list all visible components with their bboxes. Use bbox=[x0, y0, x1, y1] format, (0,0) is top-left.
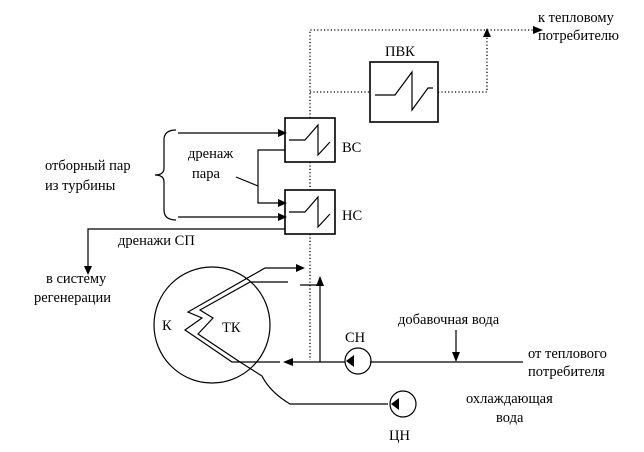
vs-label: ВС bbox=[342, 140, 361, 156]
steam-drain bbox=[235, 149, 287, 207]
return-line bbox=[283, 276, 523, 366]
ns-label: НС bbox=[342, 208, 362, 224]
extraction-label-2: из турбины bbox=[45, 178, 116, 194]
extraction-label-1: отборный пар bbox=[45, 158, 131, 174]
tk-coil bbox=[197, 281, 288, 363]
k-label: К bbox=[162, 318, 172, 334]
sn-label: СН bbox=[345, 330, 366, 346]
regen-label-2: регенерации bbox=[34, 290, 111, 306]
circulation-pump-cn bbox=[389, 390, 417, 418]
makeup-water bbox=[452, 330, 460, 362]
k-coil bbox=[183, 267, 300, 363]
to-consumer-label-2: потребителю bbox=[538, 28, 619, 44]
drain-label-2: пара bbox=[192, 166, 220, 182]
drains-sp-label: дренажи СП bbox=[118, 233, 195, 249]
to-consumer-label-1: к тепловому bbox=[538, 10, 615, 26]
ns-coil bbox=[289, 195, 331, 229]
pvk-coil bbox=[375, 70, 433, 112]
extraction-steam bbox=[154, 129, 287, 221]
tk-label: ТК bbox=[222, 320, 241, 336]
cooling-label-1: охлаждающая bbox=[466, 391, 553, 407]
drains-sp bbox=[84, 228, 285, 275]
supply-line bbox=[309, 26, 543, 118]
cooling-water bbox=[239, 361, 388, 405]
arrow-to-consumer bbox=[533, 26, 543, 34]
pvk-boiler bbox=[369, 61, 439, 123]
turbine-condenser bbox=[153, 264, 305, 384]
network-pump-sn bbox=[344, 347, 372, 375]
arrow-pvk-merge bbox=[483, 28, 491, 37]
makeup-water-label: добавочная вода bbox=[398, 312, 500, 328]
regen-label-1: в систему bbox=[46, 271, 107, 287]
upper-heater-vs bbox=[284, 117, 336, 163]
pvk-label: ПВК bbox=[385, 44, 415, 60]
extraction-brace bbox=[154, 129, 177, 221]
cn-label: ЦН bbox=[389, 428, 410, 444]
vs-coil bbox=[289, 123, 331, 157]
cooling-label-2: вода bbox=[496, 410, 524, 426]
drain-label-1: дренаж bbox=[188, 146, 234, 162]
from-consumer-label-2: потребителя bbox=[528, 364, 605, 380]
from-consumer-label-1: от теплового bbox=[528, 346, 607, 362]
lower-heater-ns bbox=[284, 189, 336, 235]
